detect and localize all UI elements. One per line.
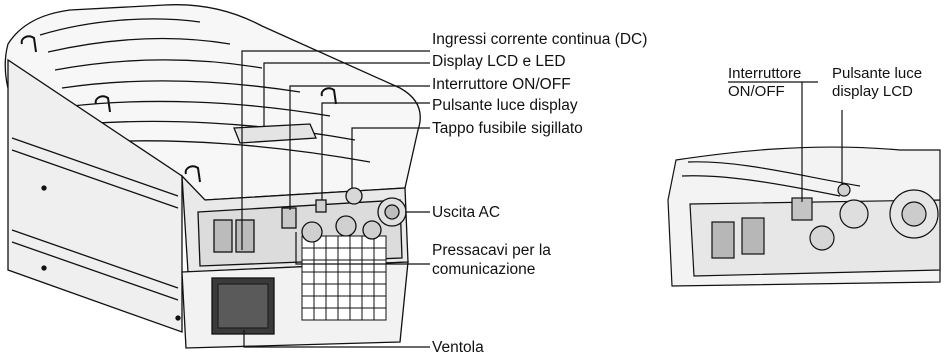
leader-lines	[241, 50, 430, 348]
detail-cover-rib	[681, 175, 841, 197]
cover-rib	[54, 59, 263, 71]
label-fan: Ventola	[432, 339, 484, 356]
on-off-switch	[281, 207, 297, 229]
label-dc-inputs: Ingressi corrente continua (DC)	[432, 31, 648, 48]
detail-label-switch-line2: ON/OFF	[728, 83, 785, 100]
leader-light-button	[321, 102, 430, 200]
inverter-left-side	[7, 58, 183, 333]
detail-cover-rib	[687, 161, 861, 187]
detail-leader-lines	[728, 81, 843, 202]
cover-rib	[71, 100, 331, 117]
side-stripe	[11, 229, 179, 289]
cover-rib	[39, 18, 201, 36]
cable-gland	[301, 221, 323, 243]
label-comm-glands-line1: Pressacavi per la	[432, 242, 551, 259]
detail-connector	[741, 217, 765, 255]
detail-label-button-line2: display LCD	[832, 83, 913, 100]
leader-dc-inputs	[241, 50, 430, 250]
detail-illustration	[667, 146, 941, 287]
screw	[41, 265, 47, 271]
cover-rib	[47, 37, 231, 53]
cover-handle	[94, 95, 111, 113]
cable-gland	[362, 220, 382, 240]
leader-display	[263, 62, 430, 126]
side-stripe	[11, 241, 179, 301]
leader-fuse	[351, 127, 430, 188]
label-comm-glands-line2: comunicazione	[432, 261, 536, 278]
leader-on-off	[289, 85, 430, 210]
leader-comm	[295, 232, 430, 265]
dc-connector	[235, 219, 255, 253]
cable-gland	[335, 215, 357, 237]
cover-rib	[61, 80, 301, 93]
detail-light-button	[837, 183, 851, 197]
cover-handle	[184, 165, 201, 183]
display-light-button	[315, 199, 327, 213]
cover-handle	[320, 87, 337, 105]
communication-grid	[301, 235, 387, 321]
screw	[41, 185, 47, 191]
label-display-light-button: Pulsante luce display	[432, 97, 578, 114]
leader-fan	[243, 330, 430, 348]
side-stripe	[11, 137, 179, 197]
fuse-cap	[345, 187, 363, 205]
screw	[175, 315, 181, 321]
cover-handle	[20, 35, 37, 53]
side-stripe	[11, 149, 179, 209]
label-sealed-fuse-cap: Tappo fusibile sigillato	[432, 120, 583, 137]
dc-connector	[213, 219, 233, 253]
detail-gland	[809, 225, 835, 251]
label-ac-output: Uscita AC	[432, 204, 501, 221]
label-display-lcd-led: Display LCD e LED	[432, 53, 566, 70]
inverter-illustration	[4, 4, 421, 349]
display-window	[233, 123, 317, 144]
cover-rib	[83, 120, 356, 141]
detail-gland	[839, 199, 869, 229]
detail-label-switch-line1: Interruttore	[728, 65, 802, 82]
detail-label-button-line1: Pulsante luce	[832, 65, 923, 82]
label-on-off-switch: Interruttore ON/OFF	[432, 76, 571, 93]
detail-connector	[711, 221, 735, 259]
